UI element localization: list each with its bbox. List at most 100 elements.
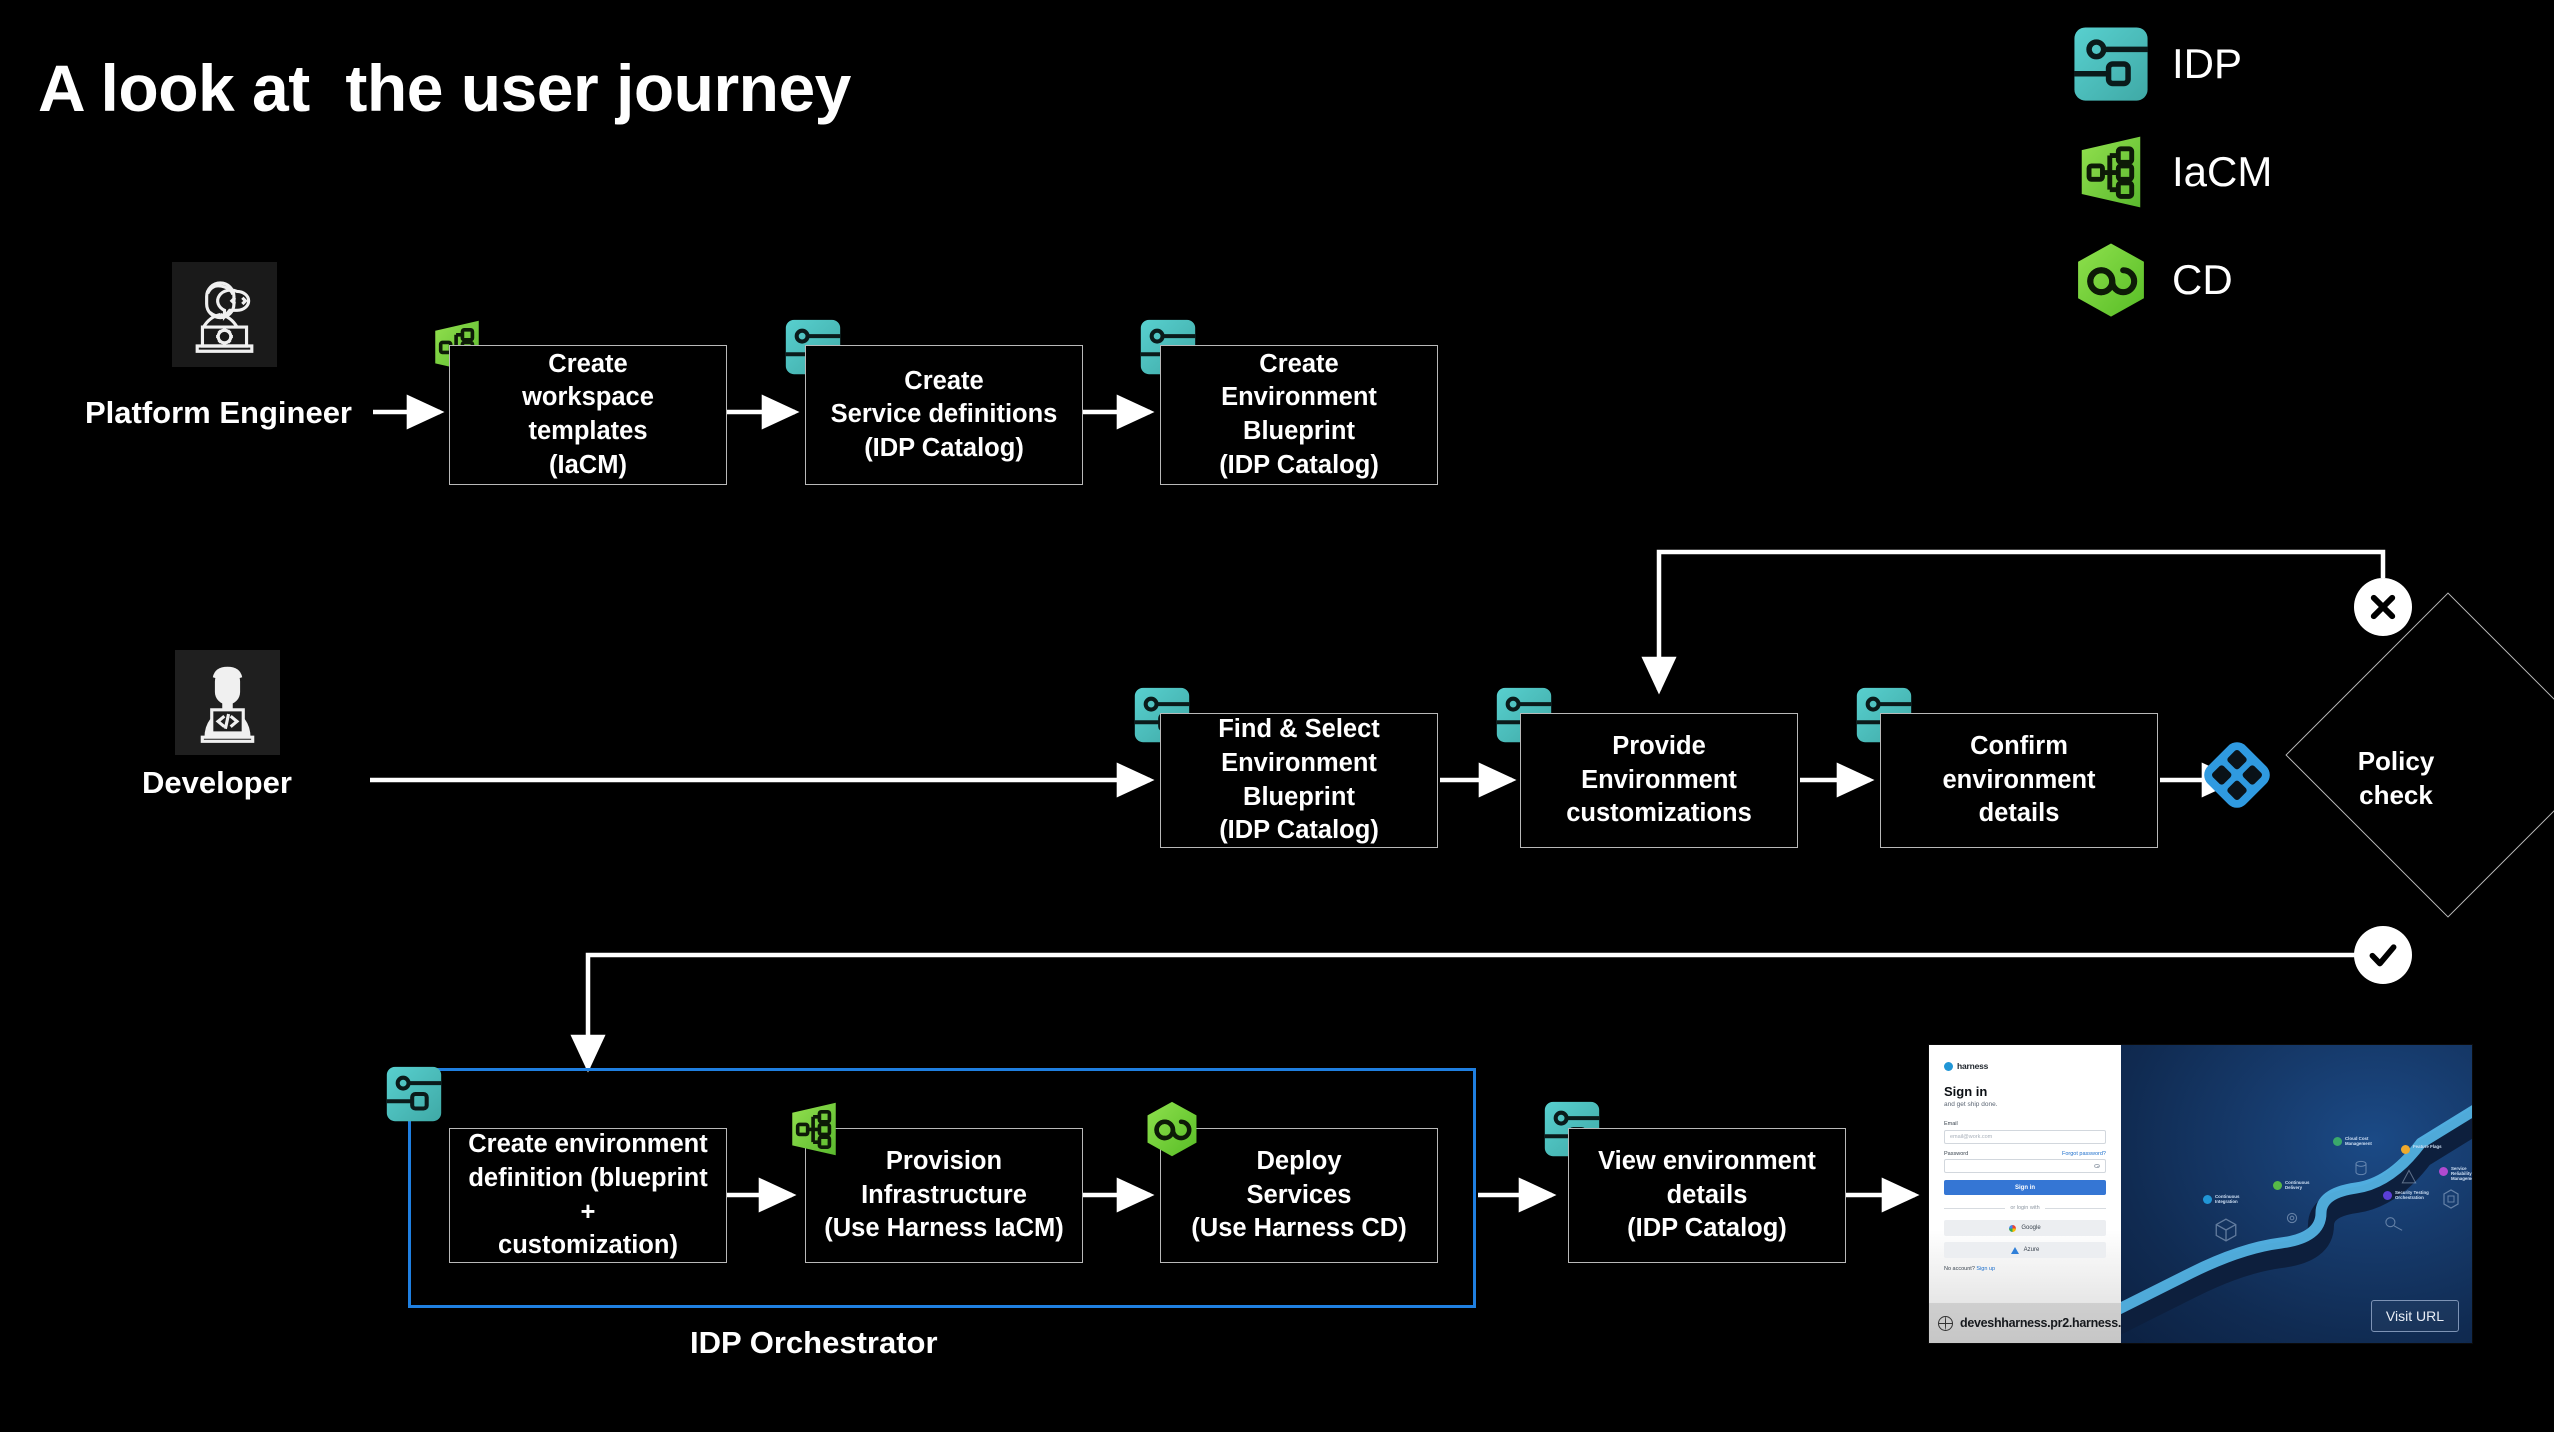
node-dot <box>2401 1145 2410 1154</box>
google-label: Google <box>2021 1225 2041 1231</box>
journey-river-illustration <box>2121 1105 2472 1335</box>
harness-signin-preview-card[interactable]: harness Sign in and get ship done. Email… <box>1928 1044 2473 1344</box>
step-label: Create workspace templates (IaCM) <box>522 349 654 479</box>
legend-label-iacm: IaCM <box>2172 148 2273 195</box>
node-label: Cloud Cost Management <box>2345 1136 2372 1146</box>
signup-link[interactable]: Sign up <box>1976 1266 1996 1272</box>
email-label: Email <box>1944 1121 1958 1127</box>
platform-engineer-label: Platform Engineer <box>85 395 352 430</box>
preview-illustration-panel: Continuous Integration Continuous Delive… <box>2121 1045 2472 1343</box>
step-view-environment-details[interactable]: View environment details (IDP Catalog) <box>1568 1128 1846 1263</box>
step-label: Provision Infrastructure (Use Harness Ia… <box>824 1147 1064 1243</box>
iacm-icon <box>2072 133 2150 211</box>
globe-icon <box>1938 1315 1953 1331</box>
signin-title: Sign in <box>1944 1084 1988 1099</box>
password-label: Password <box>1944 1150 1969 1157</box>
step-deploy-services[interactable]: Deploy Services (Use Harness CD) <box>1160 1128 1438 1263</box>
illustration-node-service-reliability-management: Service Reliability Management <box>2439 1166 2472 1182</box>
package-glyph-icon <box>2443 1189 2459 1209</box>
idp-orchestrator-container <box>408 1068 1476 1308</box>
visit-url-button[interactable]: Visit URL <box>2370 1300 2459 1332</box>
forgot-password-link[interactable]: Forgot password? <box>2061 1150 2106 1157</box>
cd-icon <box>2072 241 2150 319</box>
preview-signin-panel: harness Sign in and get ship done. Email… <box>1929 1045 2132 1343</box>
google-icon <box>2009 1224 2017 1232</box>
step-label: View environment details (IDP Catalog) <box>1598 1147 1816 1243</box>
legend-item-idp: IDP <box>2072 10 2502 118</box>
azure-icon <box>2010 1246 2019 1254</box>
magnifier-glyph-icon <box>2385 1217 2403 1231</box>
step-create-workspace-templates[interactable]: Create workspace templates (IaCM) <box>449 345 727 485</box>
legend-label-idp: IDP <box>2172 40 2243 87</box>
harness-logo-mark <box>1944 1061 1953 1071</box>
email-field[interactable]: email@work.com <box>1944 1129 2106 1144</box>
no-account-label: No account? <box>1944 1266 1975 1272</box>
divider-text: or login with <box>2010 1205 2040 1211</box>
idp-icon <box>385 1065 443 1123</box>
step-find-select-environment-blueprint[interactable]: Find & Select Environment Blueprint (IDP… <box>1160 713 1438 848</box>
password-field[interactable] <box>1944 1159 2106 1173</box>
idp-icon <box>2072 25 2150 103</box>
step-provision-infrastructure[interactable]: Provision Infrastructure (Use Harness Ia… <box>805 1128 1083 1263</box>
developer-avatar <box>175 650 280 755</box>
step-create-service-definitions[interactable]: Create Service definitions (IDP Catalog) <box>805 345 1083 485</box>
illustration-node-continuous-integration: Continuous Integration <box>2203 1194 2240 1205</box>
cd-icon <box>1143 1100 1201 1158</box>
signin-button[interactable]: Sign in <box>1944 1180 2106 1195</box>
node-label: Service Reliability Management <box>2451 1166 2472 1181</box>
policy-diamond-icon <box>2204 742 2270 808</box>
node-dot <box>2383 1191 2392 1200</box>
azure-login-button[interactable]: Azure <box>1944 1242 2106 1258</box>
step-label: Deploy Services (Use Harness CD) <box>1191 1147 1407 1243</box>
node-label: Continuous Integration <box>2215 1194 2240 1204</box>
divider-line-right <box>2044 1207 2107 1209</box>
signin-subtitle: and get ship done. <box>1944 1101 1998 1108</box>
login-divider: or login with <box>1944 1205 2107 1211</box>
step-label: Create environment definition (blueprint… <box>468 1130 708 1260</box>
node-dot <box>2439 1167 2448 1176</box>
node-dot <box>2203 1195 2212 1204</box>
flag-glyph-icon <box>2401 1169 2417 1184</box>
eye-icon[interactable] <box>2094 1164 2100 1168</box>
iacm-icon <box>785 1100 843 1158</box>
email-placeholder: email@work.com <box>1950 1133 1993 1140</box>
legend-item-iacm: IaCM <box>2072 118 2502 226</box>
step-label: Confirm environment details <box>1942 732 2096 828</box>
step-confirm-environment-details[interactable]: Confirm environment details <box>1880 713 2158 848</box>
illustration-node-security-testing-orchestration: Security Testing Orchestration <box>2383 1190 2429 1201</box>
google-login-button[interactable]: Google <box>1944 1220 2106 1236</box>
legend: IDP IaCM <box>2072 10 2502 334</box>
step-provide-environment-customizations[interactable]: Provide Environment customizations <box>1520 713 1798 848</box>
illustration-node-feature-flags: Feature Flags <box>2401 1144 2442 1154</box>
preview-url-text: deveshharness.pr2.harness.io <box>1960 1316 2132 1330</box>
node-label: Security Testing Orchestration <box>2395 1190 2429 1200</box>
node-label: Continuous Delivery <box>2285 1180 2310 1190</box>
harness-logo: harness <box>1944 1061 2106 1071</box>
azure-label: Azure <box>2023 1247 2040 1253</box>
check-circle-icon <box>2354 926 2412 984</box>
policy-check-label: Policy check <box>2357 746 2435 810</box>
node-label: Feature Flags <box>2413 1144 2442 1149</box>
idp-orchestrator-label: IDP Orchestrator <box>690 1325 938 1360</box>
step-label: Create Service definitions (IDP Catalog) <box>830 366 1058 462</box>
step-label: Find & Select Environment Blueprint (IDP… <box>1218 715 1380 845</box>
step-create-environment-definition[interactable]: Create environment definition (blueprint… <box>449 1128 727 1263</box>
step-label: Provide Environment customizations <box>1566 732 1752 828</box>
step-create-environment-blueprint[interactable]: Create Environment Blueprint (IDP Catalo… <box>1160 345 1438 485</box>
cube-glyph-icon <box>2215 1218 2237 1242</box>
no-account-text: No account? Sign up <box>1944 1266 2106 1272</box>
coin-glyph-icon <box>2355 1160 2367 1176</box>
illustration-node-cloud-cost-management: Cloud Cost Management <box>2333 1136 2372 1147</box>
legend-item-cd: CD <box>2072 226 2502 334</box>
preview-url-bar: deveshharness.pr2.harness.io <box>1929 1303 2132 1343</box>
x-circle-icon <box>2354 578 2412 636</box>
gear-glyph-icon <box>2286 1212 2298 1224</box>
legend-label-cd: CD <box>2172 256 2233 303</box>
step-label: Create Environment Blueprint (IDP Catalo… <box>1219 349 1379 479</box>
platform-engineer-avatar <box>172 262 277 367</box>
node-dot <box>2333 1137 2342 1146</box>
developer-label: Developer <box>142 765 292 800</box>
node-dot <box>2273 1181 2282 1190</box>
harness-logo-text: harness <box>1957 1061 1989 1071</box>
